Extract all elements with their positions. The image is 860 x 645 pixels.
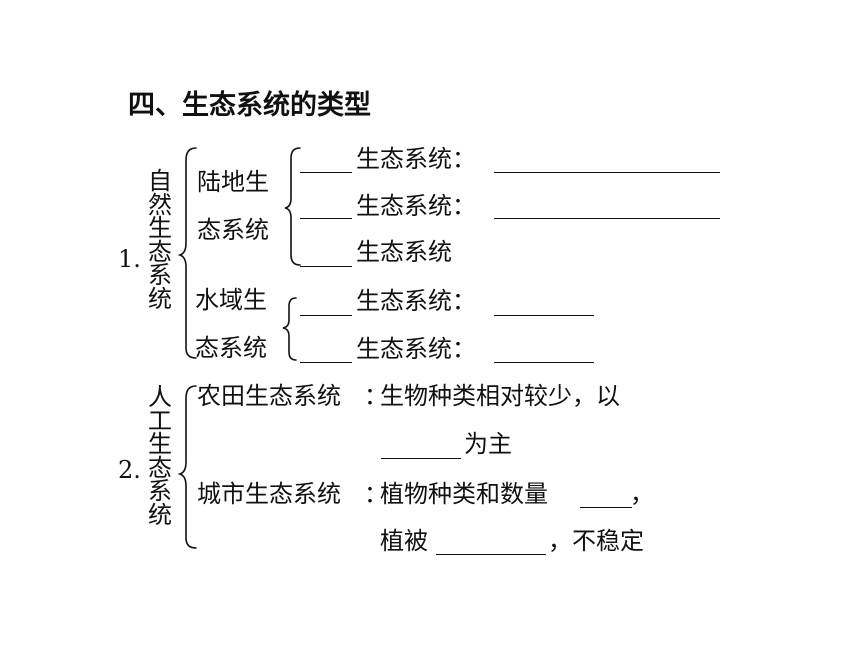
- section1-number: 1.: [118, 245, 141, 273]
- natural-brace: [177, 147, 197, 359]
- city-colon: ：: [364, 480, 388, 508]
- water-label-line1: 水域生: [195, 286, 267, 314]
- water-row2-text: 生态系统: [356, 335, 452, 363]
- section1-vertical-label: 自 然 生 态 系 统: [148, 167, 172, 313]
- blank-city-quantity[interactable]: [580, 507, 632, 508]
- farmland-colon: ：: [364, 382, 388, 410]
- blank-city-vegetation[interactable]: [436, 554, 546, 555]
- farmland-desc-line2: 为主: [464, 430, 512, 458]
- water-row1-text: 生态系统: [356, 287, 452, 315]
- blank-land-type-2[interactable]: [300, 218, 352, 219]
- land-row2-text: 生态系统: [356, 192, 452, 220]
- artificial-brace: [177, 385, 197, 549]
- section-heading: 四、生态系统的类型: [128, 90, 371, 121]
- blank-land-type-1[interactable]: [300, 172, 352, 173]
- city-desc-line1: 植物种类和数量: [380, 480, 548, 508]
- section2-number: 2.: [118, 456, 141, 484]
- land-row3-text: 生态系统: [356, 238, 452, 266]
- farmland-name: 农田生态系统: [197, 382, 341, 410]
- city-desc-line2-end: ，不稳定: [548, 527, 644, 555]
- blank-water-type-2[interactable]: [300, 362, 352, 363]
- blank-water-desc-1[interactable]: [494, 315, 594, 316]
- farmland-desc-line1: 生物种类相对较少，以: [380, 382, 620, 410]
- water-row1-colon: ：: [452, 287, 476, 315]
- water-label-line2: 态系统: [195, 334, 267, 362]
- section2-vertical-label: 人 工 生 态 系 统: [148, 383, 172, 529]
- land-row1-colon: ：: [452, 145, 476, 173]
- blank-water-desc-2[interactable]: [494, 362, 594, 363]
- land-row2-colon: ：: [452, 192, 476, 220]
- water-brace: [282, 297, 297, 361]
- land-label-line2: 态系统: [197, 216, 269, 244]
- city-desc-line1-end: ，: [630, 480, 654, 508]
- city-name: 城市生态系统: [197, 480, 341, 508]
- blank-water-type-1[interactable]: [300, 315, 352, 316]
- land-row1-text: 生态系统: [356, 145, 452, 173]
- water-row2-colon: ：: [452, 335, 476, 363]
- blank-farmland-main[interactable]: [381, 458, 461, 459]
- blank-land-desc-1[interactable]: [494, 172, 720, 173]
- blank-land-type-3[interactable]: [300, 266, 352, 267]
- blank-land-desc-2[interactable]: [494, 218, 720, 219]
- city-desc-line2-start: 植被: [380, 527, 428, 555]
- land-brace: [284, 147, 301, 266]
- land-label-line1: 陆地生: [197, 168, 269, 196]
